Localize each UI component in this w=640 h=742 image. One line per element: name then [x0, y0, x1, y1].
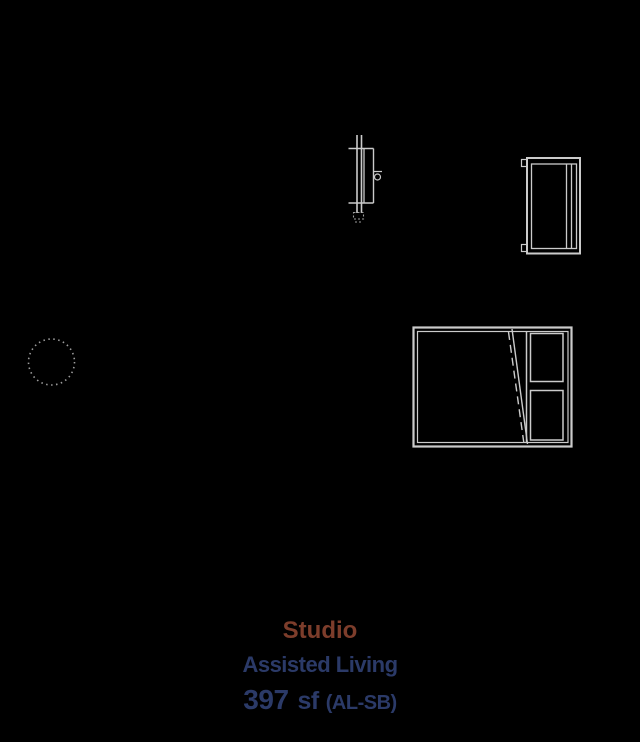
- care-level-label: Assisted Living: [242, 652, 398, 677]
- bed-inner-rect: [416, 330, 569, 444]
- area-value: 397: [243, 684, 289, 715]
- dresser-outer-rect: [526, 157, 581, 255]
- tv-knob-circle: [373, 173, 382, 181]
- wall-mounted-tv-icon: [348, 135, 382, 223]
- dresser-hinge-top: [520, 158, 528, 168]
- bed-icon: [412, 326, 573, 448]
- dashed-circle-outline: [27, 338, 76, 386]
- bed-pillow-bottom: [529, 389, 564, 441]
- area-unit: sf: [297, 687, 320, 715]
- dashed-circle-icon: [27, 338, 76, 386]
- area-label: 397 sf(AL-SB): [0, 685, 640, 718]
- dresser-inner-rect: [530, 163, 578, 250]
- bed-outer-rect: [412, 326, 573, 448]
- bed-blanket-fold-line-dashed: [507, 331, 525, 445]
- area-code: (AL-SB): [325, 692, 397, 714]
- tv-base-dashed-box: [352, 211, 365, 220]
- dresser-icon: [520, 157, 581, 255]
- bed-pillow-top: [529, 332, 564, 383]
- unit-type-label: Studio: [282, 617, 358, 644]
- bed-blanket-fold-line: [511, 328, 529, 445]
- dresser-hinge-bottom: [520, 243, 528, 253]
